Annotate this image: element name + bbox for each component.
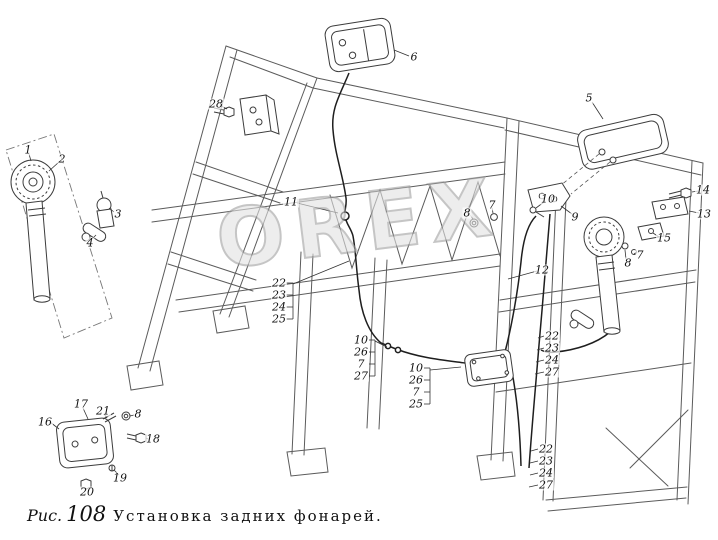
callout-7a: 7 xyxy=(487,198,497,212)
fasteners-mid xyxy=(469,206,545,228)
callout-18: 18 xyxy=(145,432,161,446)
callout-12: 12 xyxy=(534,263,550,277)
callout-center-2-10: 10 xyxy=(408,361,424,375)
lever-right xyxy=(569,309,595,329)
callout-left-22: 22 xyxy=(271,276,287,290)
callout-right-lower-23: 23 xyxy=(538,454,554,468)
callout-1: 1 xyxy=(23,143,33,157)
callout-19: 19 xyxy=(112,471,128,485)
callout-right-upper-23: 23 xyxy=(544,341,560,355)
callout-8b: 8 xyxy=(623,256,633,270)
bracket-28 xyxy=(213,94,280,136)
rear-lamp-5 xyxy=(577,113,669,170)
license-plate-lamp xyxy=(56,417,114,469)
callout-3: 3 xyxy=(113,207,123,221)
junction-plate xyxy=(464,349,514,387)
callout-28: 28 xyxy=(208,97,224,111)
callout-center-1-26: 26 xyxy=(353,345,369,359)
callout-center-2-25: 25 xyxy=(408,397,424,411)
callout-4: 4 xyxy=(85,236,95,250)
callout-left-23: 23 xyxy=(271,288,287,302)
callout-8a: 8 xyxy=(462,206,472,220)
callout-13: 13 xyxy=(696,207,712,221)
mounting-dashed-lines xyxy=(559,153,611,195)
callout-5: 5 xyxy=(584,91,594,105)
callout-center-1-10: 10 xyxy=(353,333,369,347)
rear-lamp-6 xyxy=(324,17,396,73)
callout-16: 16 xyxy=(37,415,53,429)
figure-caption: Рис. 108 Установка задних фонарей. xyxy=(27,502,383,526)
callout-2: 2 xyxy=(57,152,67,166)
callout-left-24: 24 xyxy=(271,300,287,314)
callout-17: 17 xyxy=(73,397,89,411)
callout-center-2-26: 26 xyxy=(408,373,424,387)
callout-right-upper-24: 24 xyxy=(544,353,560,367)
callout-right-lower-22: 22 xyxy=(538,442,554,456)
lever-4 xyxy=(81,222,107,242)
caption-number: 108 xyxy=(66,502,107,526)
callout-14: 14 xyxy=(695,183,711,197)
callout-15: 15 xyxy=(656,231,672,245)
chassis-frame xyxy=(126,45,704,512)
clamp-3 xyxy=(96,190,115,229)
callout-10: 10 xyxy=(540,192,556,206)
callout-center-1-27: 27 xyxy=(353,369,369,383)
callout-left-25: 25 xyxy=(271,312,287,326)
bracket-13 xyxy=(651,196,689,220)
callout-20: 20 xyxy=(79,485,95,499)
caption-title: Установка задних фонарей. xyxy=(113,507,383,525)
callout-right-upper-27: 27 xyxy=(544,365,560,379)
lamp-5-screws xyxy=(598,148,617,164)
bolt-14 xyxy=(668,187,692,199)
caption-prefix: Рис. xyxy=(27,506,63,525)
callout-center-2-7: 7 xyxy=(411,385,421,399)
fog-lamp-left xyxy=(10,159,56,303)
callout-7b: 7 xyxy=(635,248,645,262)
callout-21: 21 xyxy=(95,404,111,418)
callout-11: 11 xyxy=(283,195,299,209)
callout-right-upper-22: 22 xyxy=(544,329,560,343)
callout-right-lower-24: 24 xyxy=(538,466,554,480)
callout-center-1-7: 7 xyxy=(356,357,366,371)
callout-8c: 8 xyxy=(133,407,143,421)
callout-right-lower-27: 27 xyxy=(538,478,554,492)
callout-9: 9 xyxy=(570,210,580,224)
callout-6: 6 xyxy=(409,50,419,64)
